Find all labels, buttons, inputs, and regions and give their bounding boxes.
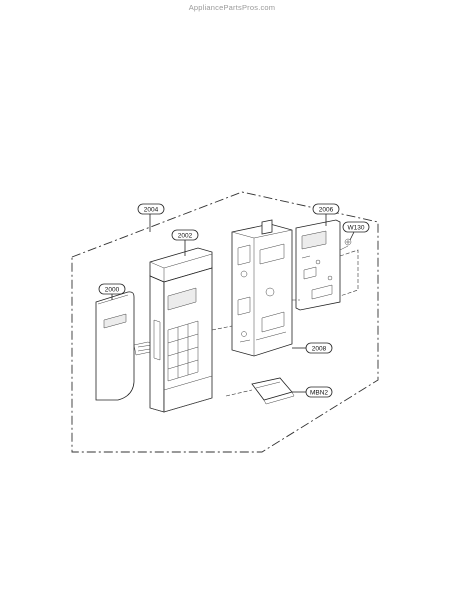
callout-2004: 2004: [137, 203, 165, 232]
callout-w130-text: W130: [348, 225, 365, 232]
watermark-text: AppliancePartsPros.com: [188, 3, 276, 12]
callout-2008-text: 2008: [312, 346, 327, 353]
part-2008-bracket-frame: [231, 219, 293, 357]
callout-2006-text: 2006: [319, 207, 334, 214]
part-2000-cover-panel: [95, 291, 135, 401]
callout-2000-text: 2000: [105, 287, 120, 294]
assembly-boundary: [71, 191, 379, 453]
callout-w130: W130: [342, 221, 370, 241]
leader-pcb-screw: [339, 249, 359, 297]
callout-mbn2-text: MBN2: [310, 390, 328, 397]
callout-2002-text: 2002: [178, 233, 193, 240]
callout-2002: 2002: [171, 229, 199, 256]
callout-2008: 2008: [292, 342, 333, 354]
leader-2002-2008: [211, 325, 233, 331]
part-2006-pcb-board: [295, 219, 341, 311]
leader-mbn2: [225, 389, 253, 397]
part-w130-screw: [339, 238, 352, 251]
part-2002-control-panel: [149, 247, 213, 413]
callout-2006: 2006: [312, 203, 340, 226]
part-mbn2-button: [251, 377, 295, 405]
callout-2004-text: 2004: [144, 207, 159, 214]
callout-mbn2: MBN2: [292, 386, 333, 398]
callout-2000: 2000: [98, 283, 126, 300]
